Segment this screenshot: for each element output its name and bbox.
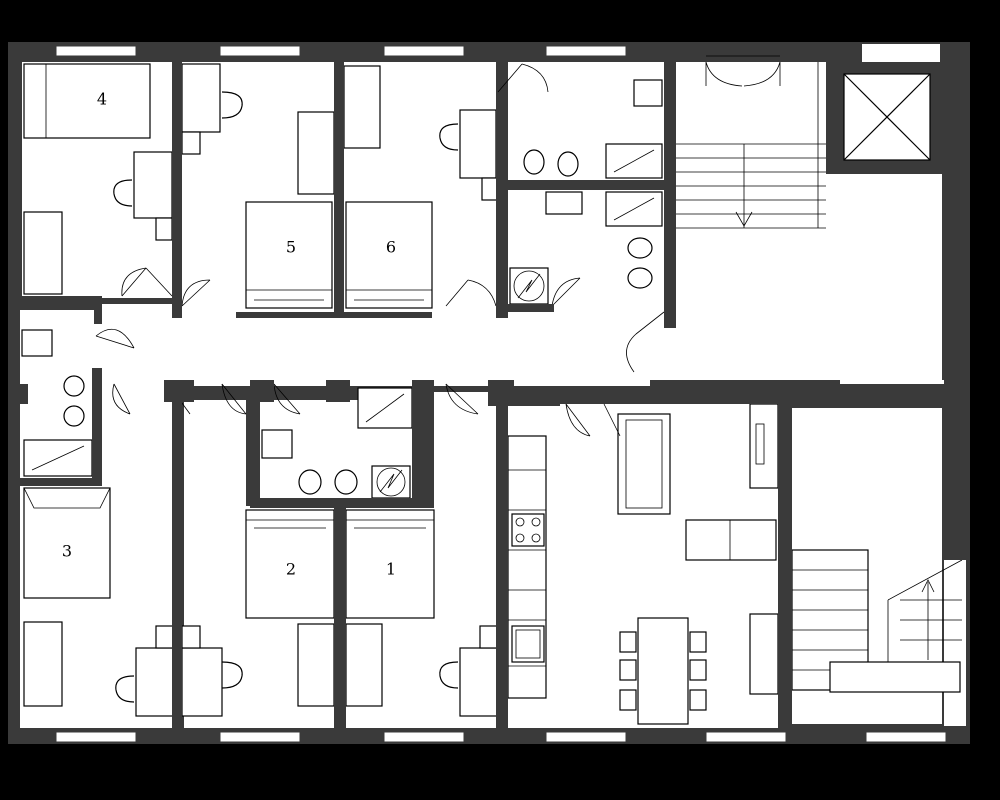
room-label-1: 1 [386,560,396,579]
interior-walls [8,62,970,728]
room-2-1-furniture [181,509,499,717]
room-label-5: 5 [286,238,296,257]
stair-bottom [791,549,963,693]
room-5-6-furniture [181,63,499,309]
room-label-3: 3 [62,542,72,561]
room-4-furniture [23,63,173,295]
room-3-furniture [23,487,175,717]
room-label-4: 4 [97,90,107,109]
stair-top [676,62,826,229]
living-kitchen-furniture [507,403,779,725]
doors [95,63,665,437]
left-bathroom [21,329,93,477]
room-labels: 4 5 6 3 2 1 [62,90,396,579]
room-label-2: 2 [286,560,296,579]
room-label-6: 6 [386,238,396,257]
entrance-door [705,55,781,87]
elevator [830,62,942,172]
windows [55,45,947,743]
